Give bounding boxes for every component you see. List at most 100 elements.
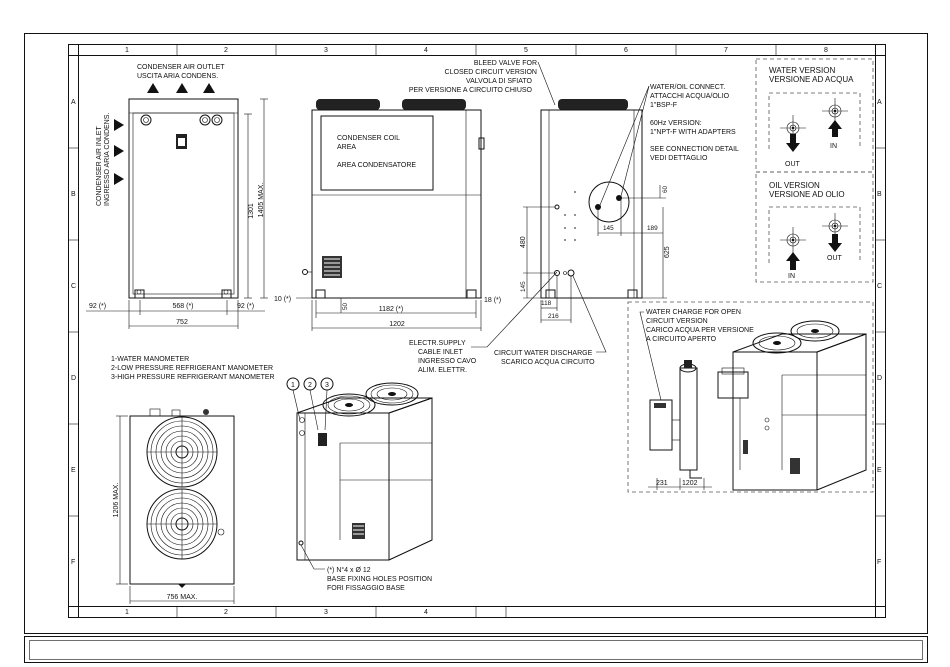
connection-fitting-icon <box>140 114 152 126</box>
dim-145-horizontal: 145 <box>603 225 614 232</box>
bleed-label-1: BLEED VALVE FOR <box>474 60 537 67</box>
col-label-4: 4 <box>424 47 428 54</box>
fan-housing-icon <box>316 99 380 110</box>
supply-label-3: INGRESSO CAVO <box>418 358 477 365</box>
row-label-E: E <box>71 467 76 474</box>
row-label-F: F <box>71 559 75 566</box>
oil-out-label: OUT <box>827 255 843 262</box>
bleed-label-3: VALVOLA DI SFIATO <box>466 78 533 85</box>
dim-189: 189 <box>647 225 658 232</box>
discharge-label-it: SCARICO ACQUA CIRCUITO <box>501 359 595 366</box>
air-inlet-arrow-icon <box>114 173 124 185</box>
coil-label-en-2: AREA <box>337 144 356 151</box>
connect-label-5: 60Hz VERSION: <box>650 120 702 127</box>
air-outlet-arrow-icon <box>176 83 188 93</box>
connect-label-2: ATTACCHI ACQUA/OLIO <box>650 93 730 100</box>
col-label-3: 3 <box>324 47 328 54</box>
water-in-label: IN <box>830 143 837 150</box>
col-label-bottom-2: 2 <box>224 609 228 616</box>
air-inlet-label-it: INGRESSO ARIA CONDENS. <box>104 113 111 206</box>
water-in-connection-icon <box>616 195 622 201</box>
water-title-it: VERSIONE AD ACQUA <box>769 75 854 84</box>
top-view: 1206 MAX. 756 MAX. <box>113 408 235 604</box>
title-block <box>24 636 928 663</box>
base-note-2: BASE FIXING HOLES POSITION <box>327 576 432 583</box>
dim-231: 231 <box>656 480 668 487</box>
air-outlet-arrow-icon <box>203 83 215 93</box>
row-label-C: C <box>71 283 76 290</box>
dim-480: 480 <box>520 236 527 248</box>
dim-625: 625 <box>664 246 671 258</box>
oil-in-arrow-icon <box>786 252 800 270</box>
iso-control-panel <box>318 433 327 446</box>
dim-752: 752 <box>176 319 188 326</box>
open-circuit-label-3: CARICO ACQUA PER VERSIONE <box>646 327 754 334</box>
dim-756-max: 756 MAX. <box>167 594 198 601</box>
air-inlet-arrow-icon <box>114 145 124 157</box>
dim-1202-open: 1202 <box>682 480 698 487</box>
iso-grille <box>352 523 365 539</box>
oil-title-it: VERSIONE AD OLIO <box>769 190 845 199</box>
air-outlet-arrow-icon <box>147 83 159 93</box>
open-circuit-label-4: A CIRCUITO APERTO <box>646 336 717 343</box>
fan-iso-icon <box>365 382 419 406</box>
dim-50: 50 <box>342 302 349 310</box>
legend-item-3: 3-HIGH PRESSURE REFRIGERANT MANOMETER <box>111 374 275 381</box>
coil-label-it: AREA CONDENSATORE <box>337 162 416 169</box>
water-title-en: WATER VERSION <box>769 66 835 75</box>
supply-label-1: ELECTR.SUPPLY <box>409 340 466 347</box>
water-out-arrow-icon <box>786 134 800 152</box>
dim-145-vertical: 145 <box>520 281 527 292</box>
row-label-right-C: C <box>877 283 882 290</box>
col-label-5: 5 <box>524 47 528 54</box>
dim-568: 568 (*) <box>172 303 193 310</box>
base-note-3: FORI FISSAGGIO BASE <box>327 585 405 592</box>
legend-item-1: 1-WATER MANOMETER <box>111 356 189 363</box>
oil-in-label: IN <box>788 273 795 280</box>
callout-2-label: 2 <box>308 382 312 389</box>
isometric-view: 1 2 3 (*) N°4 x Ø 12 BASE FIXING HOLES P… <box>286 377 433 592</box>
oil-version-panel: OIL VERSION VERSIONE AD OLIO IN OUT <box>755 171 874 283</box>
row-label-right-D: D <box>877 375 882 382</box>
grid-ticks <box>68 44 885 617</box>
row-label-right-E: E <box>877 467 882 474</box>
oil-out-arrow-icon <box>828 234 842 252</box>
open-circuit-grille <box>790 458 800 474</box>
dim-10: 10 (*) <box>274 296 291 303</box>
connect-label-6: 1"NPT-F WITH ADAPTERS <box>650 129 736 136</box>
coil-label-en-1: CONDENSER COIL <box>337 135 400 142</box>
connection-fitting-icon <box>199 114 211 126</box>
oil-title-en: OIL VERSION <box>769 181 820 190</box>
condenser-coil-area <box>320 115 434 191</box>
fan-top-icon <box>146 488 218 560</box>
col-label-2: 2 <box>224 47 228 54</box>
water-version-panel: WATER VERSION VERSIONE AD ACQUA OUT IN <box>755 58 874 173</box>
bleed-label-4: PER VERSIONE A CIRCUITO CHIUSO <box>409 87 533 94</box>
dim-118: 118 <box>541 300 552 307</box>
connect-label-3: 1"BSP-F <box>650 102 677 109</box>
dim-18: 18 (*) <box>484 297 501 304</box>
row-label-right-B: B <box>877 191 882 198</box>
row-label-A: A <box>71 99 76 106</box>
supply-label-2: CABLE INLET <box>418 349 463 356</box>
row-label-B: B <box>71 191 76 198</box>
side-view: CONDENSER COIL AREA AREA CONDENSATORE BL… <box>274 60 558 374</box>
fan-iso-icon <box>322 393 376 417</box>
base-note-1: (*) N°4 x Ø 12 <box>327 566 371 574</box>
connect-label-9: VEDI DETTAGLIO <box>650 155 708 162</box>
connect-label-8: SEE CONNECTION DETAIL <box>650 146 739 153</box>
dim-1202: 1202 <box>389 321 405 328</box>
front-view: CONDENSER AIR OUTLET USCITA ARIA CONDENS… <box>86 64 268 329</box>
open-circuit-view: WATER CHARGE FOR OPEN CIRCUIT VERSION CA… <box>627 301 874 493</box>
connection-detail-circle <box>588 181 630 223</box>
manometer-legend: 1-WATER MANOMETER 2-LOW PRESSURE REFRIGE… <box>111 356 275 381</box>
col-label-6: 6 <box>624 47 628 54</box>
air-inlet-arrow-icon <box>114 119 124 131</box>
outer-frame <box>24 33 928 634</box>
open-circuit-label-1: WATER CHARGE FOR OPEN <box>646 309 741 316</box>
col-label-7: 7 <box>724 47 728 54</box>
open-circuit-label-2: CIRCUIT VERSION <box>646 318 708 325</box>
col-label-bottom-4: 4 <box>424 609 428 616</box>
connect-label-1: WATER/OIL CONNECT. <box>650 84 725 91</box>
